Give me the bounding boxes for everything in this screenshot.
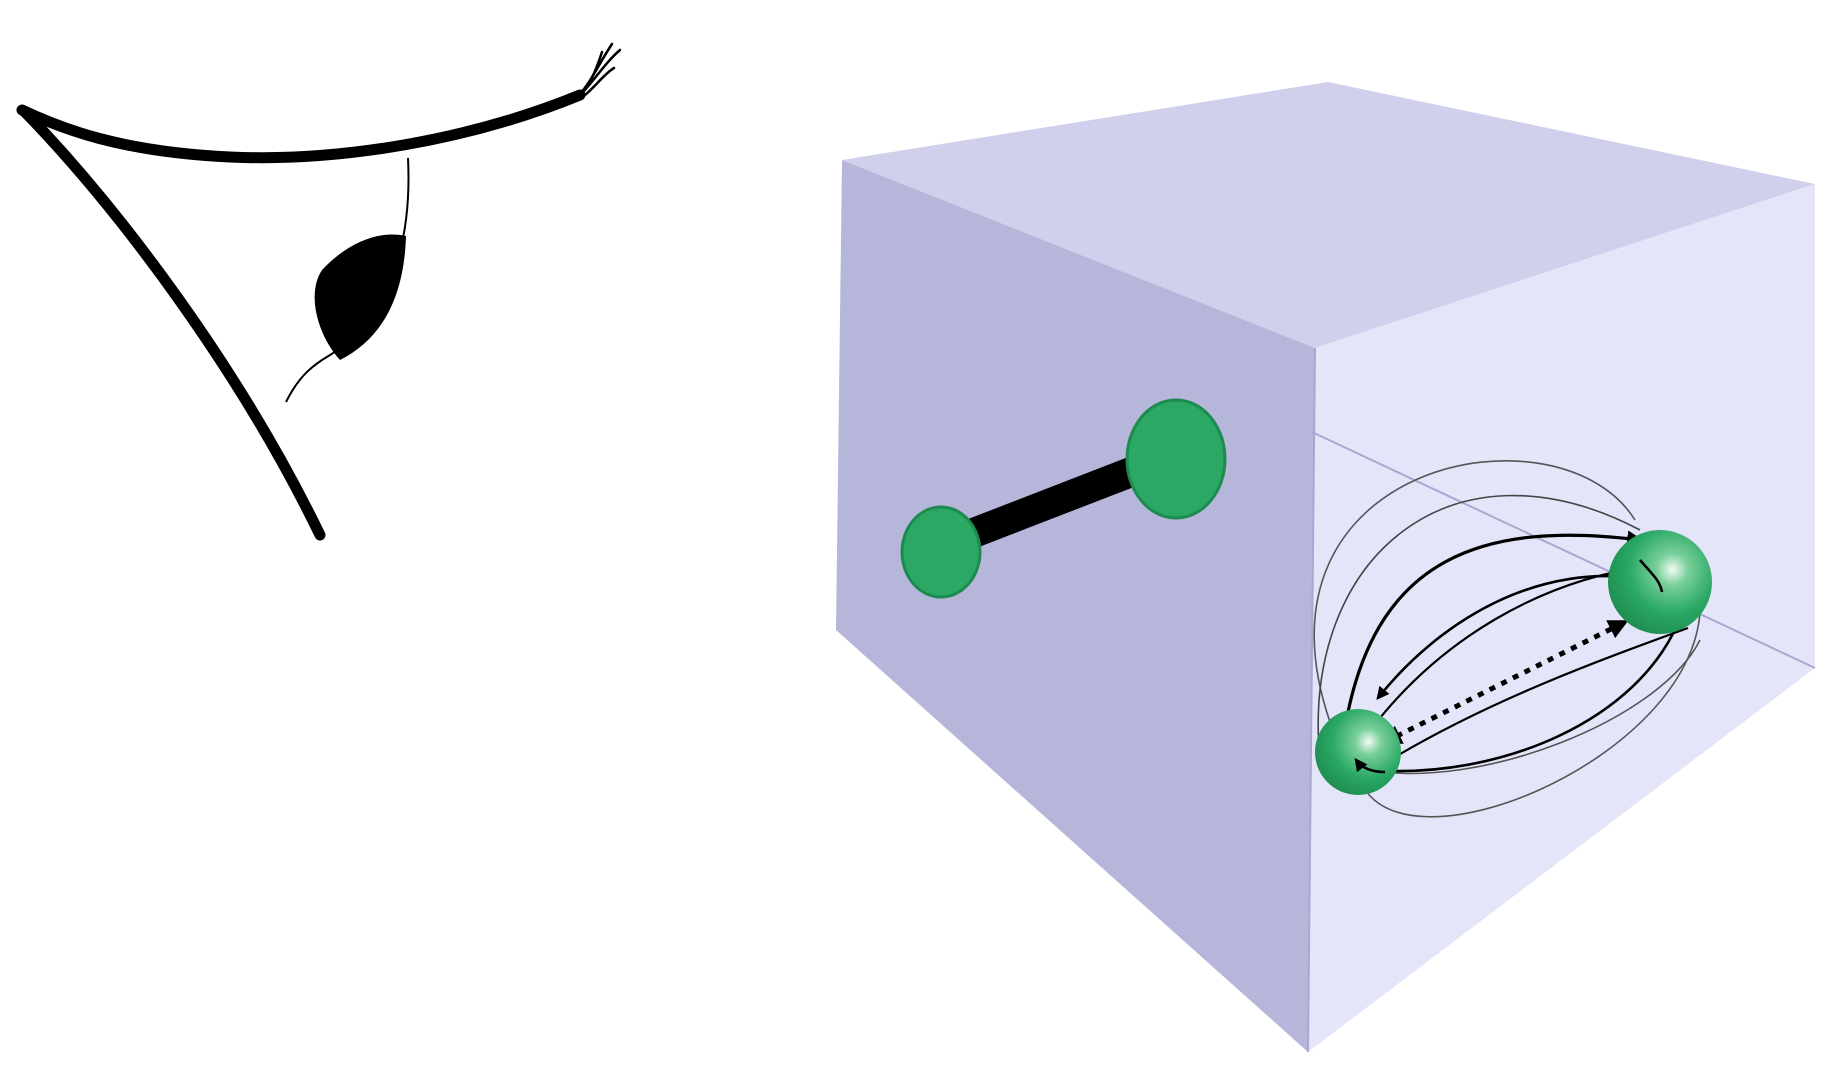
eye-lashes [576, 42, 622, 98]
bonded-molecule [900, 398, 1227, 599]
arrow-tip-right [1639, 559, 1664, 593]
field-lines [1313, 460, 1701, 818]
eye-lower-lid [19, 106, 326, 541]
arrow-upper-curve [1346, 530, 1644, 713]
eye-pupil [314, 234, 406, 360]
cube [836, 82, 1816, 1053]
cube-inner-edge [1311, 431, 1816, 669]
eye-upper-lid [16, 89, 586, 164]
interaction-arrows [1346, 530, 1689, 778]
cube-front-edge [1307, 347, 1316, 1053]
arrow-dotted-exchange [1381, 619, 1629, 745]
atom-lower-left [1315, 709, 1401, 795]
atom-upper-right [1608, 530, 1712, 634]
molecule-atom-large [1125, 398, 1227, 520]
arrow-tip-left [1354, 757, 1386, 774]
molecule-atom-small [900, 505, 982, 599]
interacting-atoms [1313, 460, 1712, 818]
cube-top-face [842, 82, 1815, 348]
cube-left-face [836, 160, 1315, 1052]
cube-right-face [1308, 184, 1815, 1052]
eye-icon [16, 42, 622, 541]
